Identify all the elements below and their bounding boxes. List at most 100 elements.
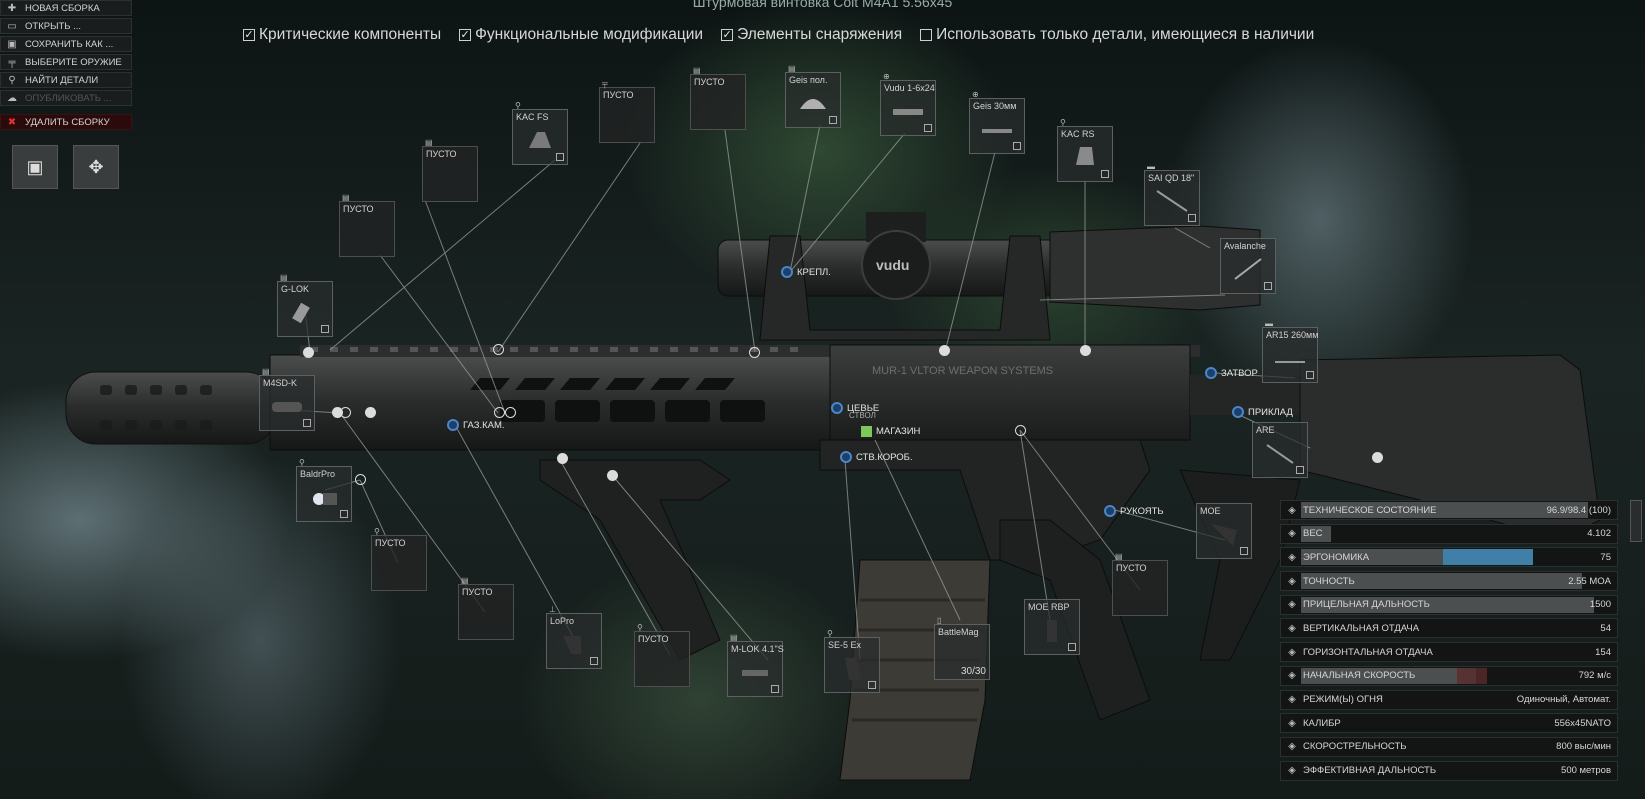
slot-kac-fs[interactable]: ⚲KAC FS bbox=[512, 101, 568, 165]
info-icon bbox=[1306, 371, 1314, 379]
tactical-icon: ⚲ bbox=[374, 527, 380, 536]
mount-icon: ⊕ bbox=[972, 90, 979, 99]
barrel-part-label[interactable]: СТВОЛ bbox=[849, 411, 876, 420]
save-as-button[interactable]: ▣СОХРАНИТЬ КАК ... bbox=[0, 36, 132, 52]
attach-point[interactable] bbox=[332, 407, 343, 418]
open-button[interactable]: ▭ОТКРЫТЬ ... bbox=[0, 18, 132, 34]
slot-baldr-flashlight[interactable]: ⚲BaldrPro bbox=[296, 458, 352, 522]
slot-empty[interactable]: ⚲ПУСТО bbox=[371, 527, 427, 591]
choose-weapon-button[interactable]: ╤ВЫБЕРИТЕ ОРУЖИЕ bbox=[0, 54, 132, 70]
slot-empty[interactable]: ▤ПУСТО bbox=[339, 193, 395, 257]
new-build-button[interactable]: ✚НОВАЯ СБОРКА bbox=[0, 0, 132, 16]
filter-critical[interactable]: ✓Критические компоненты bbox=[243, 26, 442, 43]
slot-vudu-scope[interactable]: ⊕Vudu 1-6x24 bbox=[880, 72, 936, 136]
filter-in-stock[interactable]: Использовать только детали, имеющиеся в … bbox=[920, 26, 1314, 44]
attach-point[interactable] bbox=[1372, 452, 1383, 463]
slot-se5[interactable]: ⚲SE-5 Ex bbox=[824, 629, 880, 693]
stat-name: ВЕС bbox=[1303, 528, 1323, 540]
stat-name: ПРИЦЕЛЬНАЯ ДАЛЬНОСТЬ bbox=[1303, 599, 1430, 611]
slot-empty[interactable]: ▤ПУСТО bbox=[690, 66, 746, 130]
foregrip-icon: ⊥ bbox=[549, 605, 556, 614]
attach-point[interactable] bbox=[607, 470, 618, 481]
panel-collapse-tab[interactable] bbox=[1630, 500, 1642, 542]
rail-icon: ▤ bbox=[1115, 552, 1123, 561]
assemble-button[interactable]: ✥ bbox=[73, 145, 119, 189]
attach-point[interactable] bbox=[505, 407, 516, 418]
stat-name: КАЛИБР bbox=[1303, 717, 1341, 729]
stat-value: 800 выс/мин bbox=[1556, 741, 1611, 753]
stat-name: ТОЧНОСТЬ bbox=[1303, 575, 1355, 587]
stat-name: ЭФФЕКТИВНАЯ ДАЛЬНОСТЬ bbox=[1303, 765, 1437, 777]
save-icon: ▣ bbox=[7, 38, 17, 50]
part-dot-icon bbox=[1104, 505, 1116, 517]
slot-are[interactable]: ARE bbox=[1252, 422, 1308, 478]
delete-build-button[interactable]: ✖УДАЛИТЬ СБОРКУ bbox=[0, 114, 132, 130]
attach-point[interactable] bbox=[365, 407, 376, 418]
ergonomics-icon: ◈ bbox=[1288, 551, 1296, 563]
grip-part-label[interactable]: РУКОЯТЬ bbox=[1104, 505, 1164, 517]
stat-name: ЭРГОНОМИКА bbox=[1303, 551, 1370, 563]
info-icon bbox=[590, 657, 598, 665]
slot-empty[interactable]: ⚲ПУСТО bbox=[634, 623, 690, 687]
checkbox-checked[interactable]: ✓ bbox=[721, 29, 734, 41]
publish-button[interactable]: ☁ОПУБЛИКОВАТЬ ... bbox=[0, 90, 132, 106]
slot-ar15-barrel[interactable]: ▬AR15 260мм bbox=[1262, 319, 1318, 383]
slot-empty[interactable]: ╤ПУСТО bbox=[599, 79, 655, 143]
rail-icon: ▤ bbox=[693, 66, 701, 75]
attach-point[interactable] bbox=[1080, 345, 1091, 356]
slot-m4sd-suppressor[interactable]: ▤M4SD-K bbox=[259, 367, 315, 431]
slot-geis-30mm[interactable]: ⊕Geis 30мм bbox=[969, 90, 1025, 154]
checkbox-checked[interactable]: ✓ bbox=[459, 29, 472, 41]
attach-point[interactable] bbox=[340, 407, 351, 418]
attach-point[interactable] bbox=[493, 344, 504, 355]
mount-part-label[interactable]: КРЕПЛ. bbox=[781, 266, 831, 278]
part-thumbnail bbox=[563, 636, 581, 654]
slot-moe-rbp[interactable]: MOE RBP bbox=[1024, 599, 1080, 655]
puzzle-icon: ✥ bbox=[88, 156, 104, 177]
slot-empty[interactable]: ▤ПУСТО bbox=[458, 576, 514, 640]
slot-kac-rs[interactable]: ⚲KAC RS bbox=[1057, 118, 1113, 182]
part-thumbnail bbox=[272, 402, 302, 412]
stat-value: 792 м/с bbox=[1578, 670, 1611, 682]
bolt-part-label[interactable]: ЗАТВОР bbox=[1205, 367, 1258, 379]
find-parts-button[interactable]: ⚲НАЙТИ ДЕТАЛИ bbox=[0, 72, 132, 88]
filter-functional[interactable]: ✓Функциональные модификации bbox=[459, 26, 704, 43]
filter-gear[interactable]: ✓Элементы снаряжения bbox=[721, 26, 903, 43]
filter-bar: ✓Критические компоненты ✓Функциональные … bbox=[243, 26, 1314, 44]
receiver-part-label[interactable]: СТВ.КОРОБ. bbox=[840, 451, 913, 463]
handguard-part-label[interactable]: ЦЕВЬЕ bbox=[831, 402, 879, 414]
gasblock-part-label[interactable]: ГАЗ.КАМ. bbox=[447, 419, 505, 431]
weight-icon: ◈ bbox=[1288, 528, 1296, 540]
slot-sai-barrel[interactable]: ▬SAI QD 18" bbox=[1144, 162, 1200, 226]
attach-point[interactable] bbox=[939, 345, 950, 356]
slot-glok[interactable]: ▤G-LOK bbox=[277, 273, 333, 337]
attach-point[interactable] bbox=[1015, 425, 1026, 436]
checkbox-unchecked[interactable] bbox=[920, 29, 933, 41]
part-thumbnail bbox=[529, 132, 551, 148]
stock-part-label[interactable]: ПРИКЛАД bbox=[1232, 406, 1293, 418]
stat-value: 500 метров bbox=[1561, 765, 1611, 777]
slot-lopro[interactable]: ⊥LoPro bbox=[546, 605, 602, 669]
slot-empty[interactable]: ▤ПУСТО bbox=[1112, 552, 1168, 616]
attach-point[interactable] bbox=[303, 347, 314, 358]
attach-point[interactable] bbox=[749, 347, 760, 358]
magazine-part-label[interactable]: МАГАЗИН bbox=[861, 426, 920, 437]
part-dot-icon bbox=[831, 402, 843, 414]
checkbox-checked[interactable]: ✓ bbox=[243, 29, 255, 41]
attach-point[interactable] bbox=[355, 474, 366, 485]
slot-avalanche[interactable]: Avalanche bbox=[1220, 238, 1276, 294]
attach-point[interactable] bbox=[494, 407, 505, 418]
slot-empty[interactable]: ▤ПУСТО bbox=[422, 138, 478, 202]
caliber-icon: ◈ bbox=[1288, 717, 1296, 729]
slot-mlok[interactable]: ▤M-LOK 4.1"S bbox=[727, 633, 784, 697]
sight-icon: ⚲ bbox=[1060, 118, 1066, 127]
quick-save-button[interactable]: ▣ bbox=[12, 145, 58, 189]
attach-point[interactable] bbox=[557, 453, 568, 464]
slot-moe-stock[interactable]: MOE bbox=[1196, 503, 1252, 559]
slot-geis-mount[interactable]: ▤Geis пол. bbox=[785, 64, 841, 128]
